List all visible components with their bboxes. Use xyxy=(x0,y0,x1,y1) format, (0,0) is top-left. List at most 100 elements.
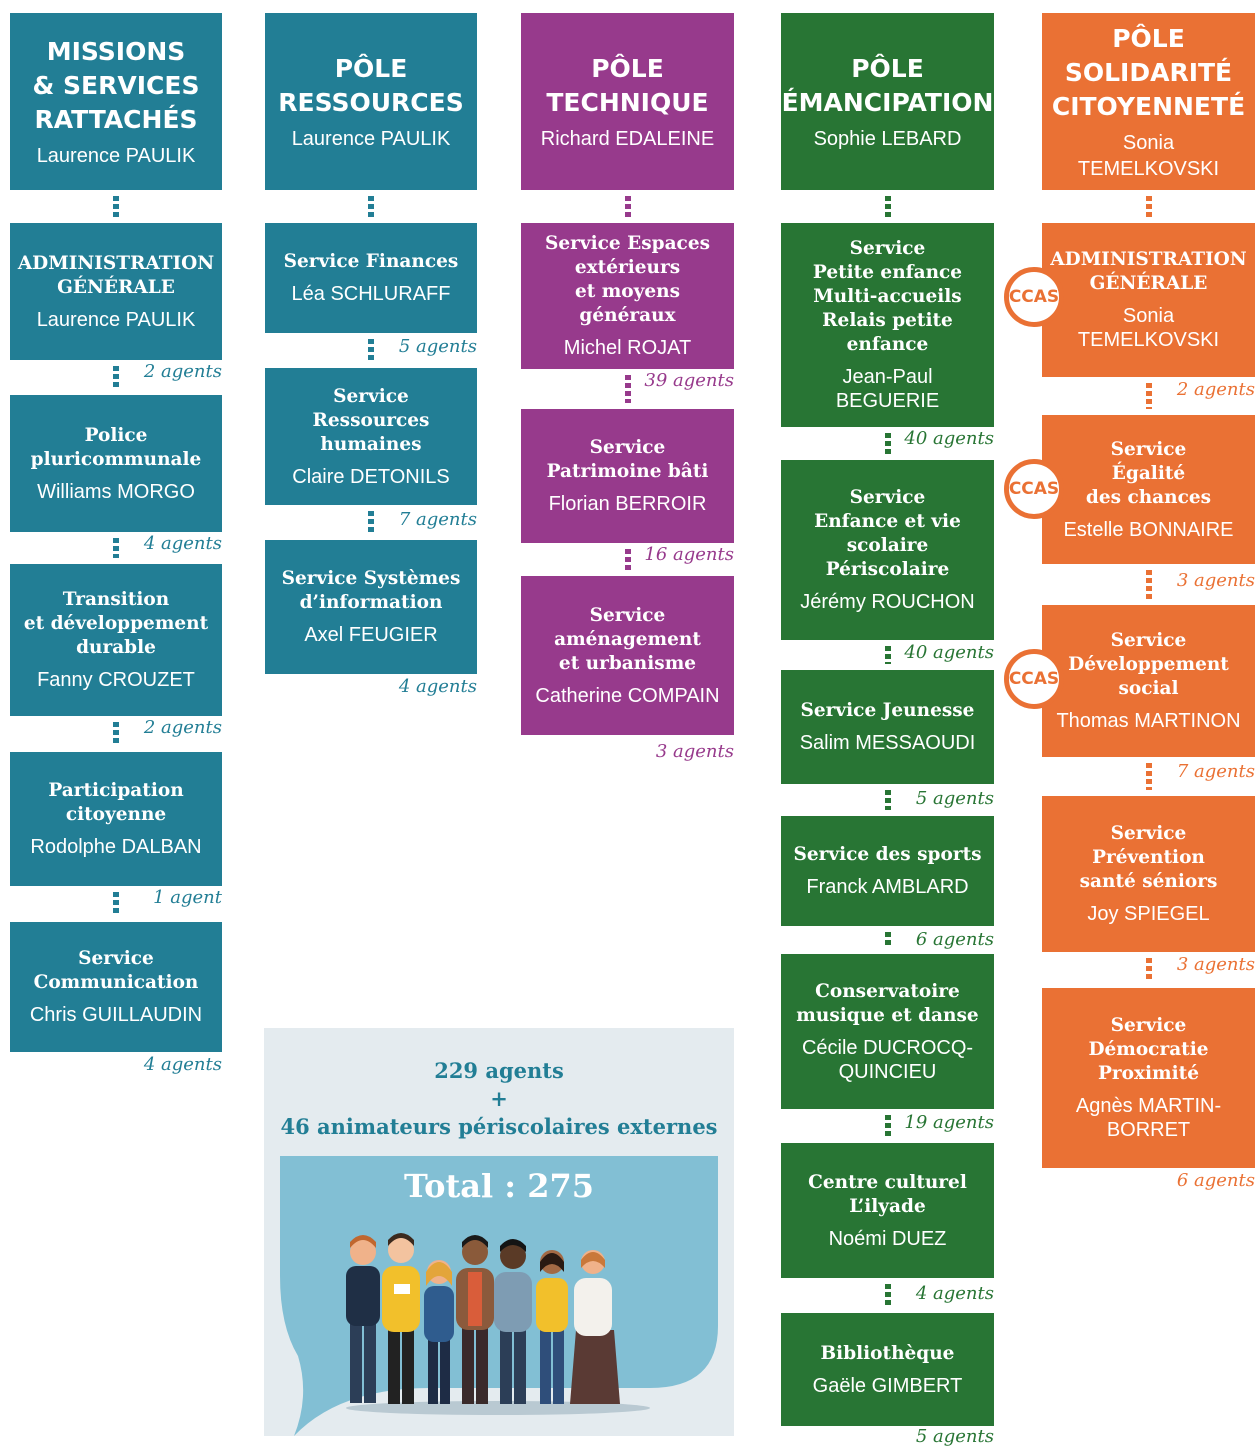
connector xyxy=(113,722,119,746)
connector xyxy=(368,339,374,362)
total-panel: 229 agents + 46 animateurs périscolaires… xyxy=(264,1028,734,1436)
pole-manager: Laurence PAULIK xyxy=(36,144,196,167)
service-manager: Gaële GIMBERT xyxy=(812,1374,963,1397)
connector xyxy=(1145,763,1152,790)
service-manager: Estelle BONNAIRE xyxy=(1063,518,1234,541)
service-manager: Jean-Paul BEGUERIE xyxy=(835,366,940,412)
service-title: Service Jeunesse xyxy=(800,700,975,721)
connector xyxy=(1145,958,1152,982)
agent-count: 2 agents xyxy=(143,361,222,382)
summary-agents: 229 agents xyxy=(434,1058,564,1083)
service-manager: Joy SPIEGEL xyxy=(1087,903,1210,925)
connector xyxy=(884,433,891,454)
ccas-badge: CCAS xyxy=(1004,267,1064,327)
agent-count: 3 agents xyxy=(1176,954,1255,975)
connector xyxy=(113,196,119,219)
agent-count: 6 agents xyxy=(915,929,994,950)
connector xyxy=(624,375,631,403)
service-manager: Fanny CROUZET xyxy=(37,669,195,691)
summary-total: Total : 275 xyxy=(403,1167,595,1205)
agent-count: 3 agents xyxy=(655,741,734,762)
connector xyxy=(884,196,891,219)
agent-count: 7 agents xyxy=(1176,761,1255,782)
service-manager: Noémi DUEZ xyxy=(828,1227,947,1250)
service-manager: Salim MESSAOUDI xyxy=(799,732,976,754)
agent-count: 5 agents xyxy=(915,788,994,809)
service-manager: Axel FEUGIER xyxy=(304,624,438,646)
people-illustration xyxy=(346,1233,650,1415)
service-title: Service des sports xyxy=(793,844,982,865)
agent-count: 40 agents xyxy=(904,428,994,449)
service-manager: Chris GUILLAUDIN xyxy=(29,1004,203,1026)
service-manager: Thomas MARTINON xyxy=(1056,710,1241,732)
connector xyxy=(624,196,631,219)
agent-count: 2 agents xyxy=(143,717,222,738)
connector xyxy=(113,892,119,916)
service-manager: Agnès MARTIN-BORRET xyxy=(1075,1095,1222,1141)
connector xyxy=(1145,383,1152,409)
connector xyxy=(113,366,119,389)
service-manager: Williams MORGO xyxy=(37,480,195,503)
connector xyxy=(1145,570,1152,599)
service-manager: Franck AMBLARD xyxy=(806,876,969,898)
service-manager: Léa SCHLURAFF xyxy=(291,283,451,305)
pole-manager: Richard EDALEINE xyxy=(540,127,715,150)
agent-count: 19 agents xyxy=(904,1112,994,1133)
connector xyxy=(884,1115,891,1137)
service-manager: Claire DETONILS xyxy=(292,465,450,488)
agent-count: 16 agents xyxy=(644,544,734,565)
service-manager: Jérémy ROUCHON xyxy=(800,591,975,613)
service-manager: Laurence PAULIK xyxy=(36,308,196,331)
ccas-badge: CCAS xyxy=(1004,649,1064,709)
connector xyxy=(884,932,891,948)
agent-count: 1 agent xyxy=(153,887,222,908)
agent-count: 5 agents xyxy=(915,1426,994,1447)
service-manager: Catherine COMPAIN xyxy=(535,684,720,707)
pole-manager: Laurence PAULIK xyxy=(291,127,451,150)
pole-manager: Sophie LEBARD xyxy=(813,127,962,150)
ccas-badge: CCAS xyxy=(1004,459,1064,519)
